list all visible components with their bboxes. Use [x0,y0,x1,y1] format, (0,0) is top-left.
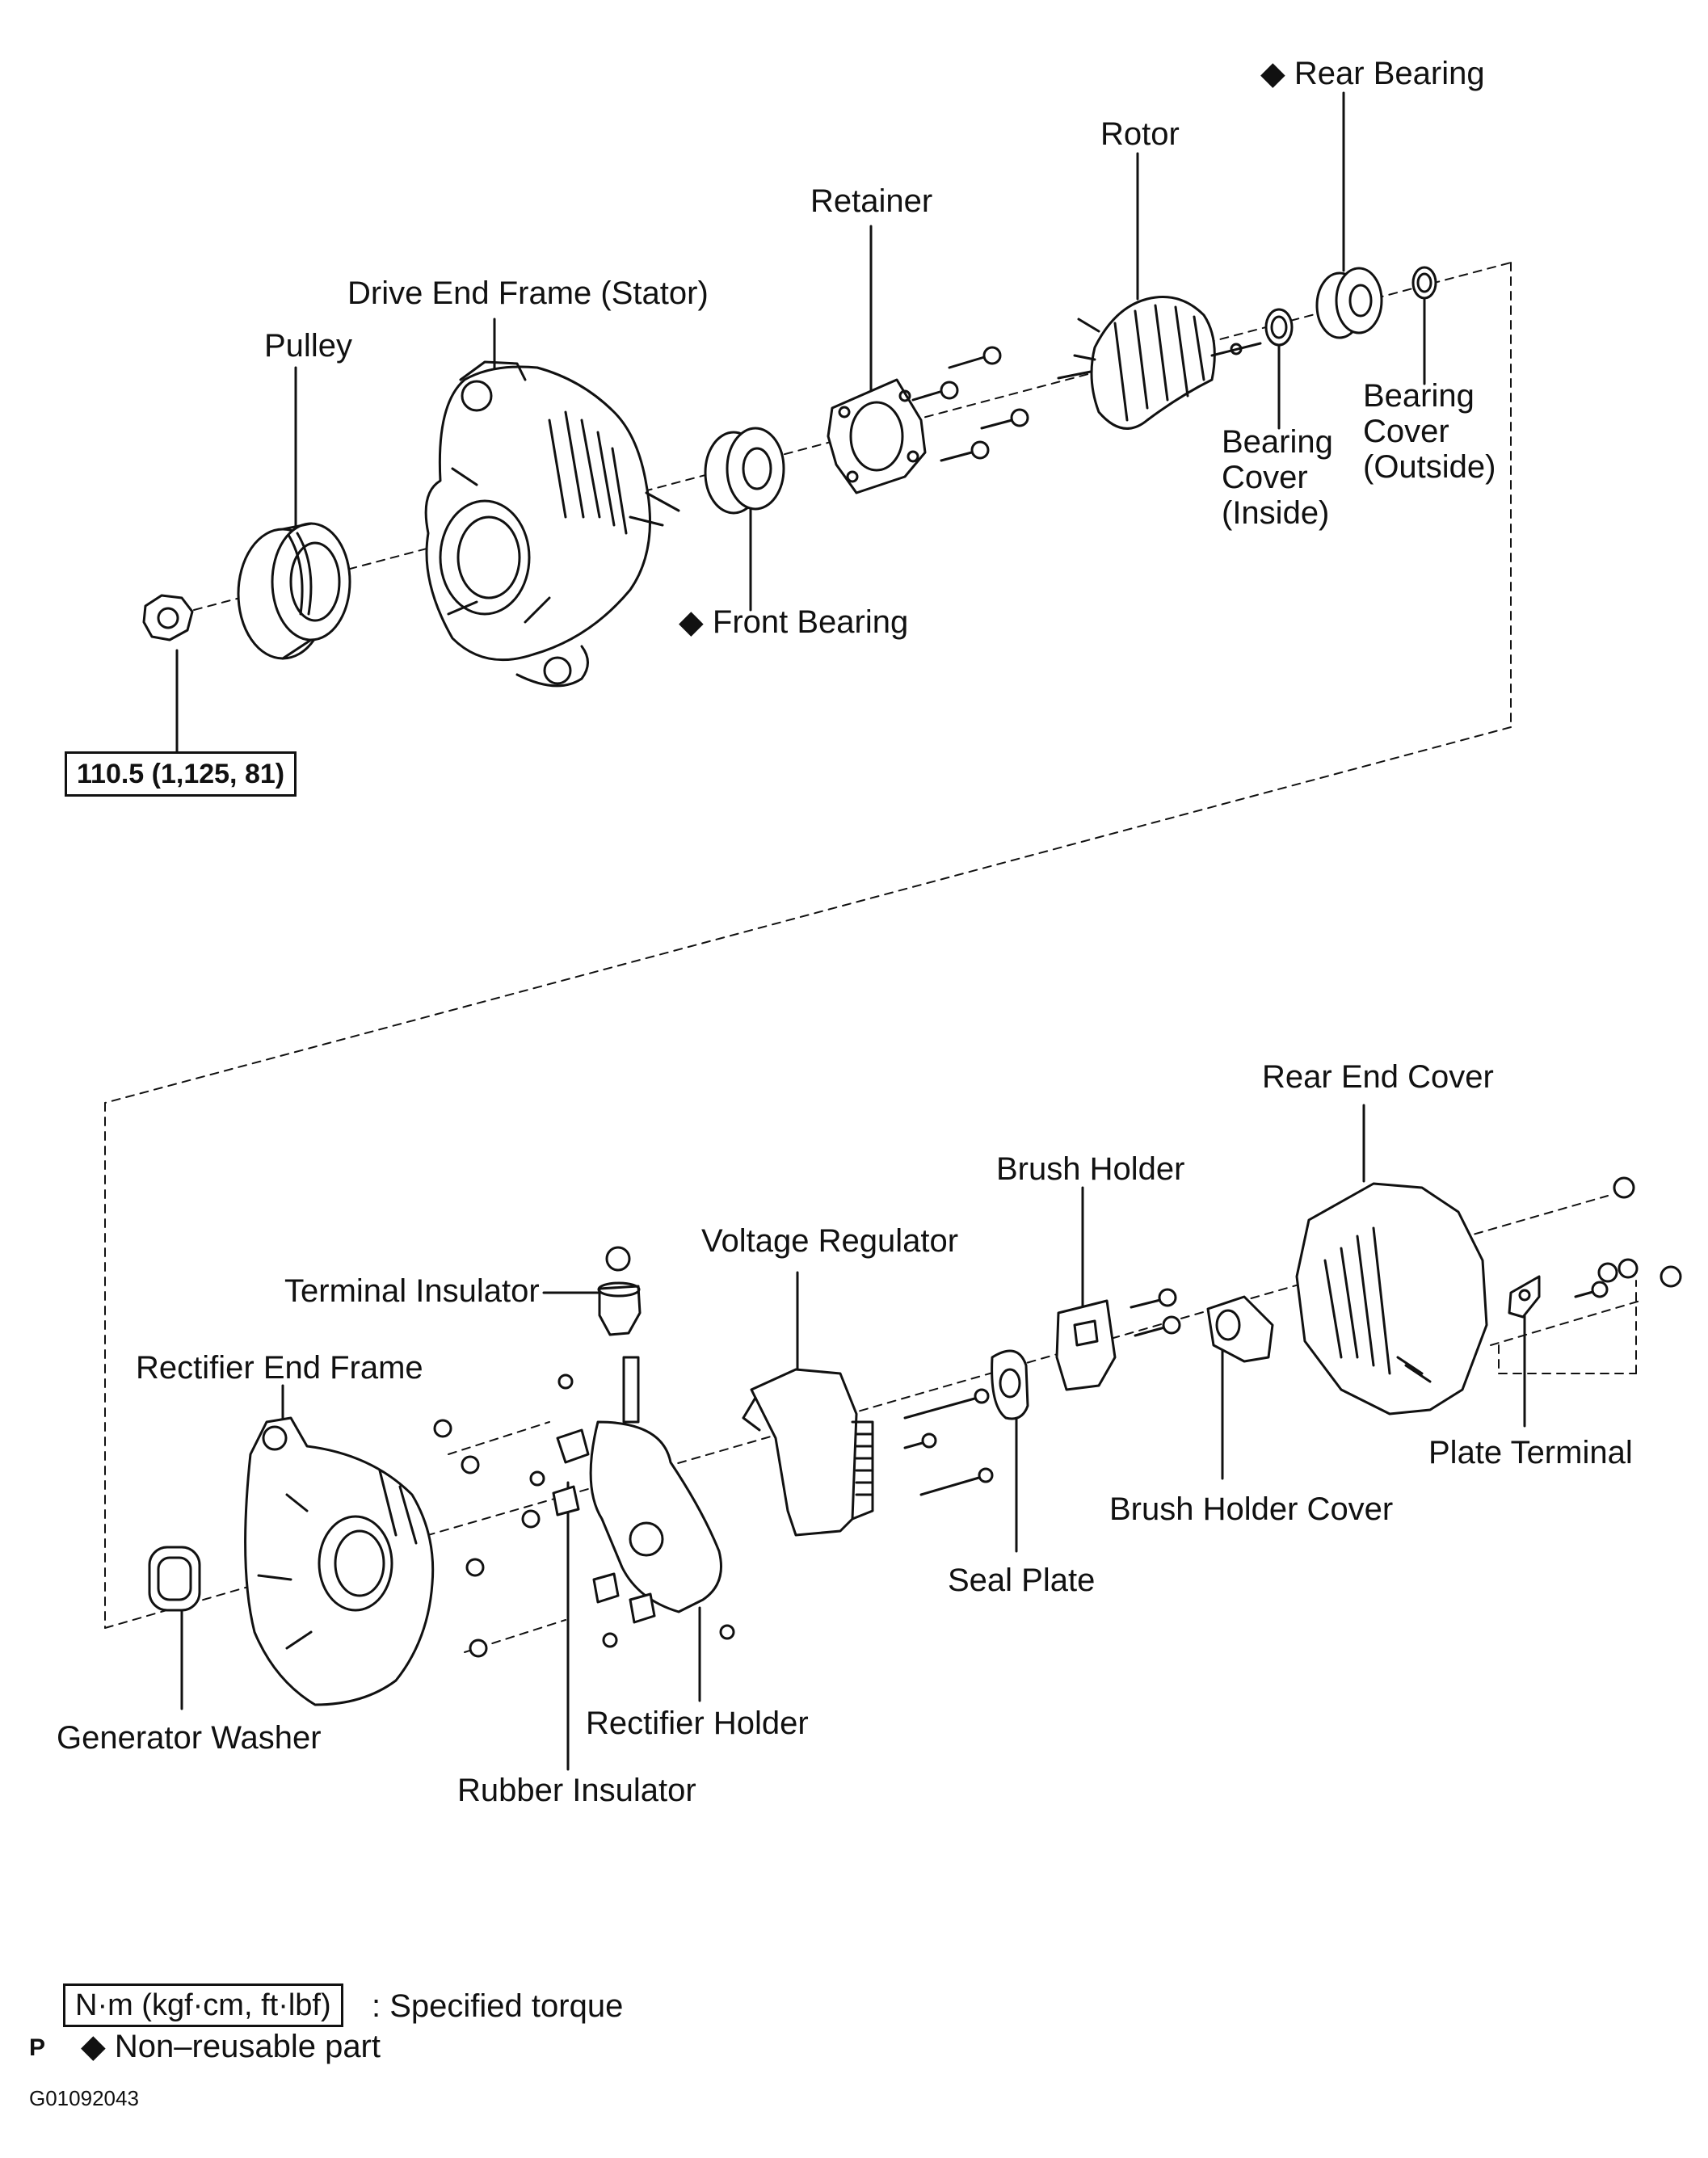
drive-end-frame [424,360,680,688]
brush-holder-cover-part [1206,1295,1274,1363]
label-rotor: Rotor [1100,116,1180,152]
label-bearing-cover-inside: Bearing Cover (Inside) [1222,424,1333,531]
non-reusable-diamond-icon: ◆ [679,604,704,640]
label-bearing-cover-outside: Bearing Cover (Outside) [1363,378,1496,485]
label-rear-bearing-text: Rear Bearing [1294,56,1485,91]
rectifier-holder-part [529,1356,735,1648]
legend-nonreusable: ◆ Non–reusable part [81,2028,381,2065]
retainer-screws [911,346,1029,462]
pulley-nut-torque-box: 110.5 (1,125, 81) [65,751,297,797]
label-brush-holder: Brush Holder [996,1151,1185,1187]
legend-marker-p: P [29,2034,46,2061]
plate-terminal-part [1508,1275,1541,1319]
label-retainer: Retainer [810,183,933,219]
non-reusable-diamond-icon: ◆ [1260,56,1285,91]
legend-torque-unit-box: N·m (kgf·cm, ft·lbf) [63,1983,343,2027]
legend-nonreusable-text: Non–reusable part [114,2029,381,2064]
label-voltage-regulator: Voltage Regulator [701,1223,959,1259]
generator-washer-part [148,1546,201,1612]
bearing-cover-inside-part [1264,308,1294,347]
pulley [237,522,351,660]
label-brush-holder-cover: Brush Holder Cover [1109,1491,1394,1527]
bearing-cover-outside-part [1411,266,1437,300]
label-drive-end-frame: Drive End Frame (Stator) [347,276,709,311]
brush-holder-part [1055,1288,1181,1391]
rectifier-end-frame-part [244,1416,541,1706]
label-pulley: Pulley [264,328,352,364]
rear-end-cover-part [1295,1176,1682,1416]
figure-code: G01092043 [29,2086,139,2110]
leader-lines [175,91,1526,1771]
label-rectifier-holder: Rectifier Holder [586,1706,809,1741]
label-terminal-insulator: Terminal Insulator [284,1273,540,1309]
terminal-insulator-part [597,1246,642,1336]
label-front-bearing-text: Front Bearing [712,604,909,640]
label-rear-bearing: ◆ Rear Bearing [1260,55,1485,92]
label-rectifier-end-frame: Rectifier End Frame [136,1350,423,1386]
legend-torque-desc: : Specified torque [372,1988,624,2024]
label-rubber-insulator: Rubber Insulator [457,1773,696,1808]
non-reusable-diamond-icon: ◆ [81,2029,106,2064]
seal-plate-part [991,1349,1029,1420]
front-bearing [704,427,785,515]
rear-bearing-part [1315,267,1383,339]
voltage-regulator-part [742,1368,994,1537]
label-seal-plate: Seal Plate [948,1563,1096,1598]
label-rear-end-cover: Rear End Cover [1262,1059,1494,1095]
pulley-nut [142,594,194,642]
label-generator-washer: Generator Washer [57,1720,322,1756]
label-plate-terminal: Plate Terminal [1428,1435,1633,1470]
retainer [827,378,927,494]
rotor [1057,296,1262,430]
label-front-bearing: ◆ Front Bearing [679,604,908,641]
